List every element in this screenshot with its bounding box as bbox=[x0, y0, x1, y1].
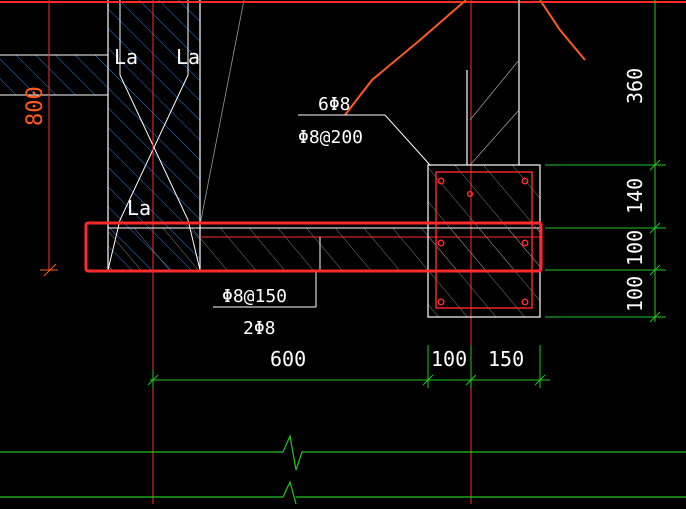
la-label-top-right: La bbox=[176, 45, 200, 69]
rebar-phi8-200-label: Φ8@200 bbox=[298, 127, 363, 148]
rebar-2phi8-label: 2Φ8 bbox=[243, 318, 276, 339]
rebar-leaders bbox=[213, 114, 431, 308]
orange-leaders bbox=[344, 0, 586, 116]
upper-stem bbox=[466, 0, 520, 166]
rebar-phi8-150-label: Φ8@150 bbox=[222, 286, 287, 307]
right-dim-chain: 360 140 100 100 bbox=[545, 0, 666, 323]
dim-800-label: 800 bbox=[23, 86, 48, 126]
la-label-top-left: La bbox=[114, 45, 138, 69]
dim-360-label: 360 bbox=[623, 68, 647, 104]
rebar-6phi8-label: 6Φ8 bbox=[318, 94, 351, 115]
beam-section bbox=[427, 164, 541, 318]
dim-100c-label: 100 bbox=[431, 347, 467, 371]
bottom-dim-chain: 600 100 150 bbox=[147, 345, 550, 388]
la-label-mid: La bbox=[127, 196, 151, 220]
dim-140-label: 140 bbox=[623, 178, 647, 214]
highlight-box[interactable] bbox=[84, 221, 543, 273]
dim-150-label: 150 bbox=[488, 347, 524, 371]
break-lines bbox=[0, 433, 686, 505]
dim-800-group: 800 bbox=[23, 86, 58, 277]
dim-600-label: 600 bbox=[270, 347, 306, 371]
left-beam-section bbox=[0, 54, 108, 96]
dim-100a-label: 100 bbox=[623, 230, 647, 266]
dim-100b-label: 100 bbox=[623, 276, 647, 312]
